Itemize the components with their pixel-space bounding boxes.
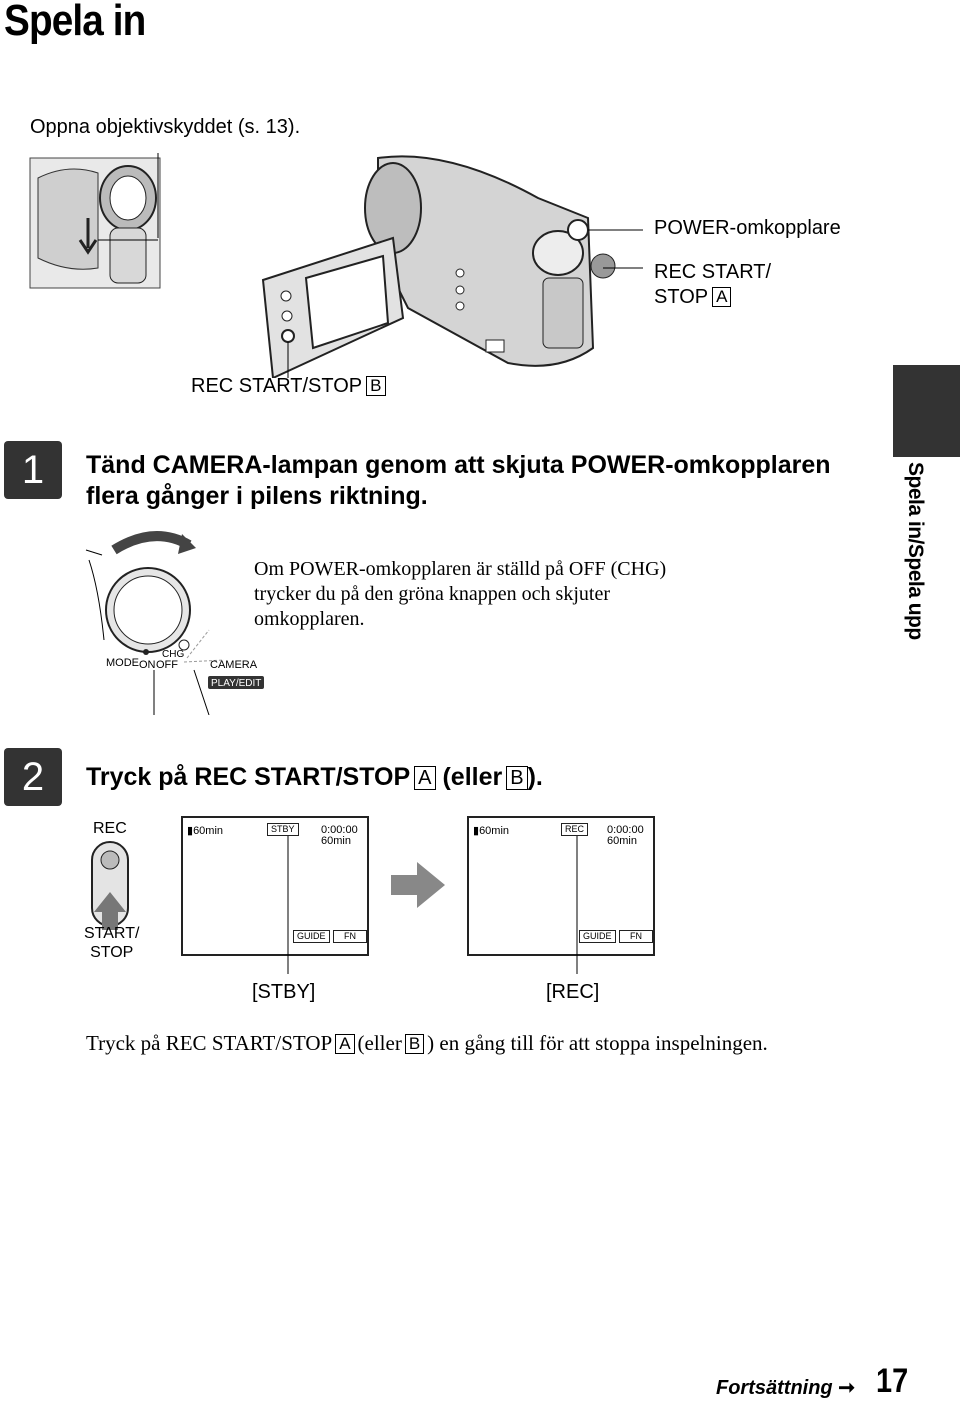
rec-b-label: REC START/STOP — [191, 375, 363, 397]
caption-rec: [REC] — [546, 981, 600, 1003]
step-2-badge: 2 — [4, 748, 62, 806]
final-letter-b: B — [404, 1034, 425, 1054]
time-counter: 0:00:00 — [321, 824, 358, 836]
battery-indicator: ▮60min — [187, 825, 224, 837]
intro-text: Oppna objektivskyddet (s. 13). — [30, 116, 301, 138]
remaining-time: 60min — [321, 835, 351, 847]
rec-button-illustration — [91, 841, 129, 930]
battery-indicator: ▮60min — [473, 825, 510, 837]
arrow-right-icon: ➞ — [832, 1377, 855, 1399]
step-1-heading: Tänd CAMERA-lampan genom att skjuta POWE… — [86, 451, 831, 510]
status-badge-stby: STBY — [267, 823, 299, 836]
status-badge-rec: REC — [561, 823, 589, 836]
dial-off-label: OFF — [156, 659, 178, 671]
page-title: Spela in — [4, 0, 146, 45]
guide-button[interactable]: GUIDE — [293, 930, 330, 943]
dial-mode-label: MODE — [106, 657, 139, 669]
power-switch-callout: POWER-omkopplare — [654, 217, 841, 239]
step-1-badge: 1 — [4, 441, 62, 499]
fn-button[interactable]: FN — [333, 930, 367, 943]
arrow-right-icon — [391, 862, 445, 908]
letter-b-box: B — [366, 376, 386, 396]
caption-leader-lines — [287, 836, 578, 974]
remaining-time: 60min — [607, 835, 637, 847]
rec-a-line1: REC START/ — [654, 261, 772, 283]
camcorder-illustration — [29, 153, 643, 378]
guide-button[interactable]: GUIDE — [579, 930, 616, 943]
section-tab-marker — [893, 365, 960, 457]
dial-chg-label: CHG — [162, 649, 184, 660]
final-letter-a: A — [335, 1034, 355, 1054]
continue-link[interactable]: Fortsättning ➞ — [716, 1377, 855, 1399]
step-1-note: Om POWER-omkopplaren är ställd på OFF (C… — [254, 558, 667, 630]
time-counter: 0:00:00 — [607, 824, 644, 836]
lcd-screen-rec: ▮60min REC 0:00:00 60min GUIDE FN — [467, 816, 655, 956]
lens-cover-detail — [29, 153, 161, 289]
dial-camera-label: CAMERA — [210, 659, 258, 671]
power-dial-illustration: MODE ON OFF CHG CAMERA PLAY/EDIT — [85, 531, 264, 715]
letter-a-box: A — [712, 287, 732, 307]
caption-stby: [STBY] — [252, 981, 316, 1003]
page-number: 17 — [876, 1362, 909, 1400]
rec-a-line2: STOP — [654, 286, 709, 308]
step-2-letter-b: B — [506, 766, 528, 790]
rec-button-bottom-label: START/ STOP — [84, 925, 140, 961]
dial-play-edit-label: PLAY/EDIT — [211, 678, 261, 689]
fn-button[interactable]: FN — [619, 930, 653, 943]
step-2-letter-a: A — [414, 766, 436, 790]
lcd-panel — [261, 236, 405, 378]
rec-button-top-label: REC — [93, 820, 127, 837]
section-tab-label: Spela in/Spela upp — [904, 462, 927, 640]
lcd-screen-stby: ▮60min STBY 0:00:00 60min GUIDE FN — [181, 816, 369, 956]
dial-on-label: ON — [139, 659, 156, 671]
camcorder-body — [364, 155, 616, 367]
